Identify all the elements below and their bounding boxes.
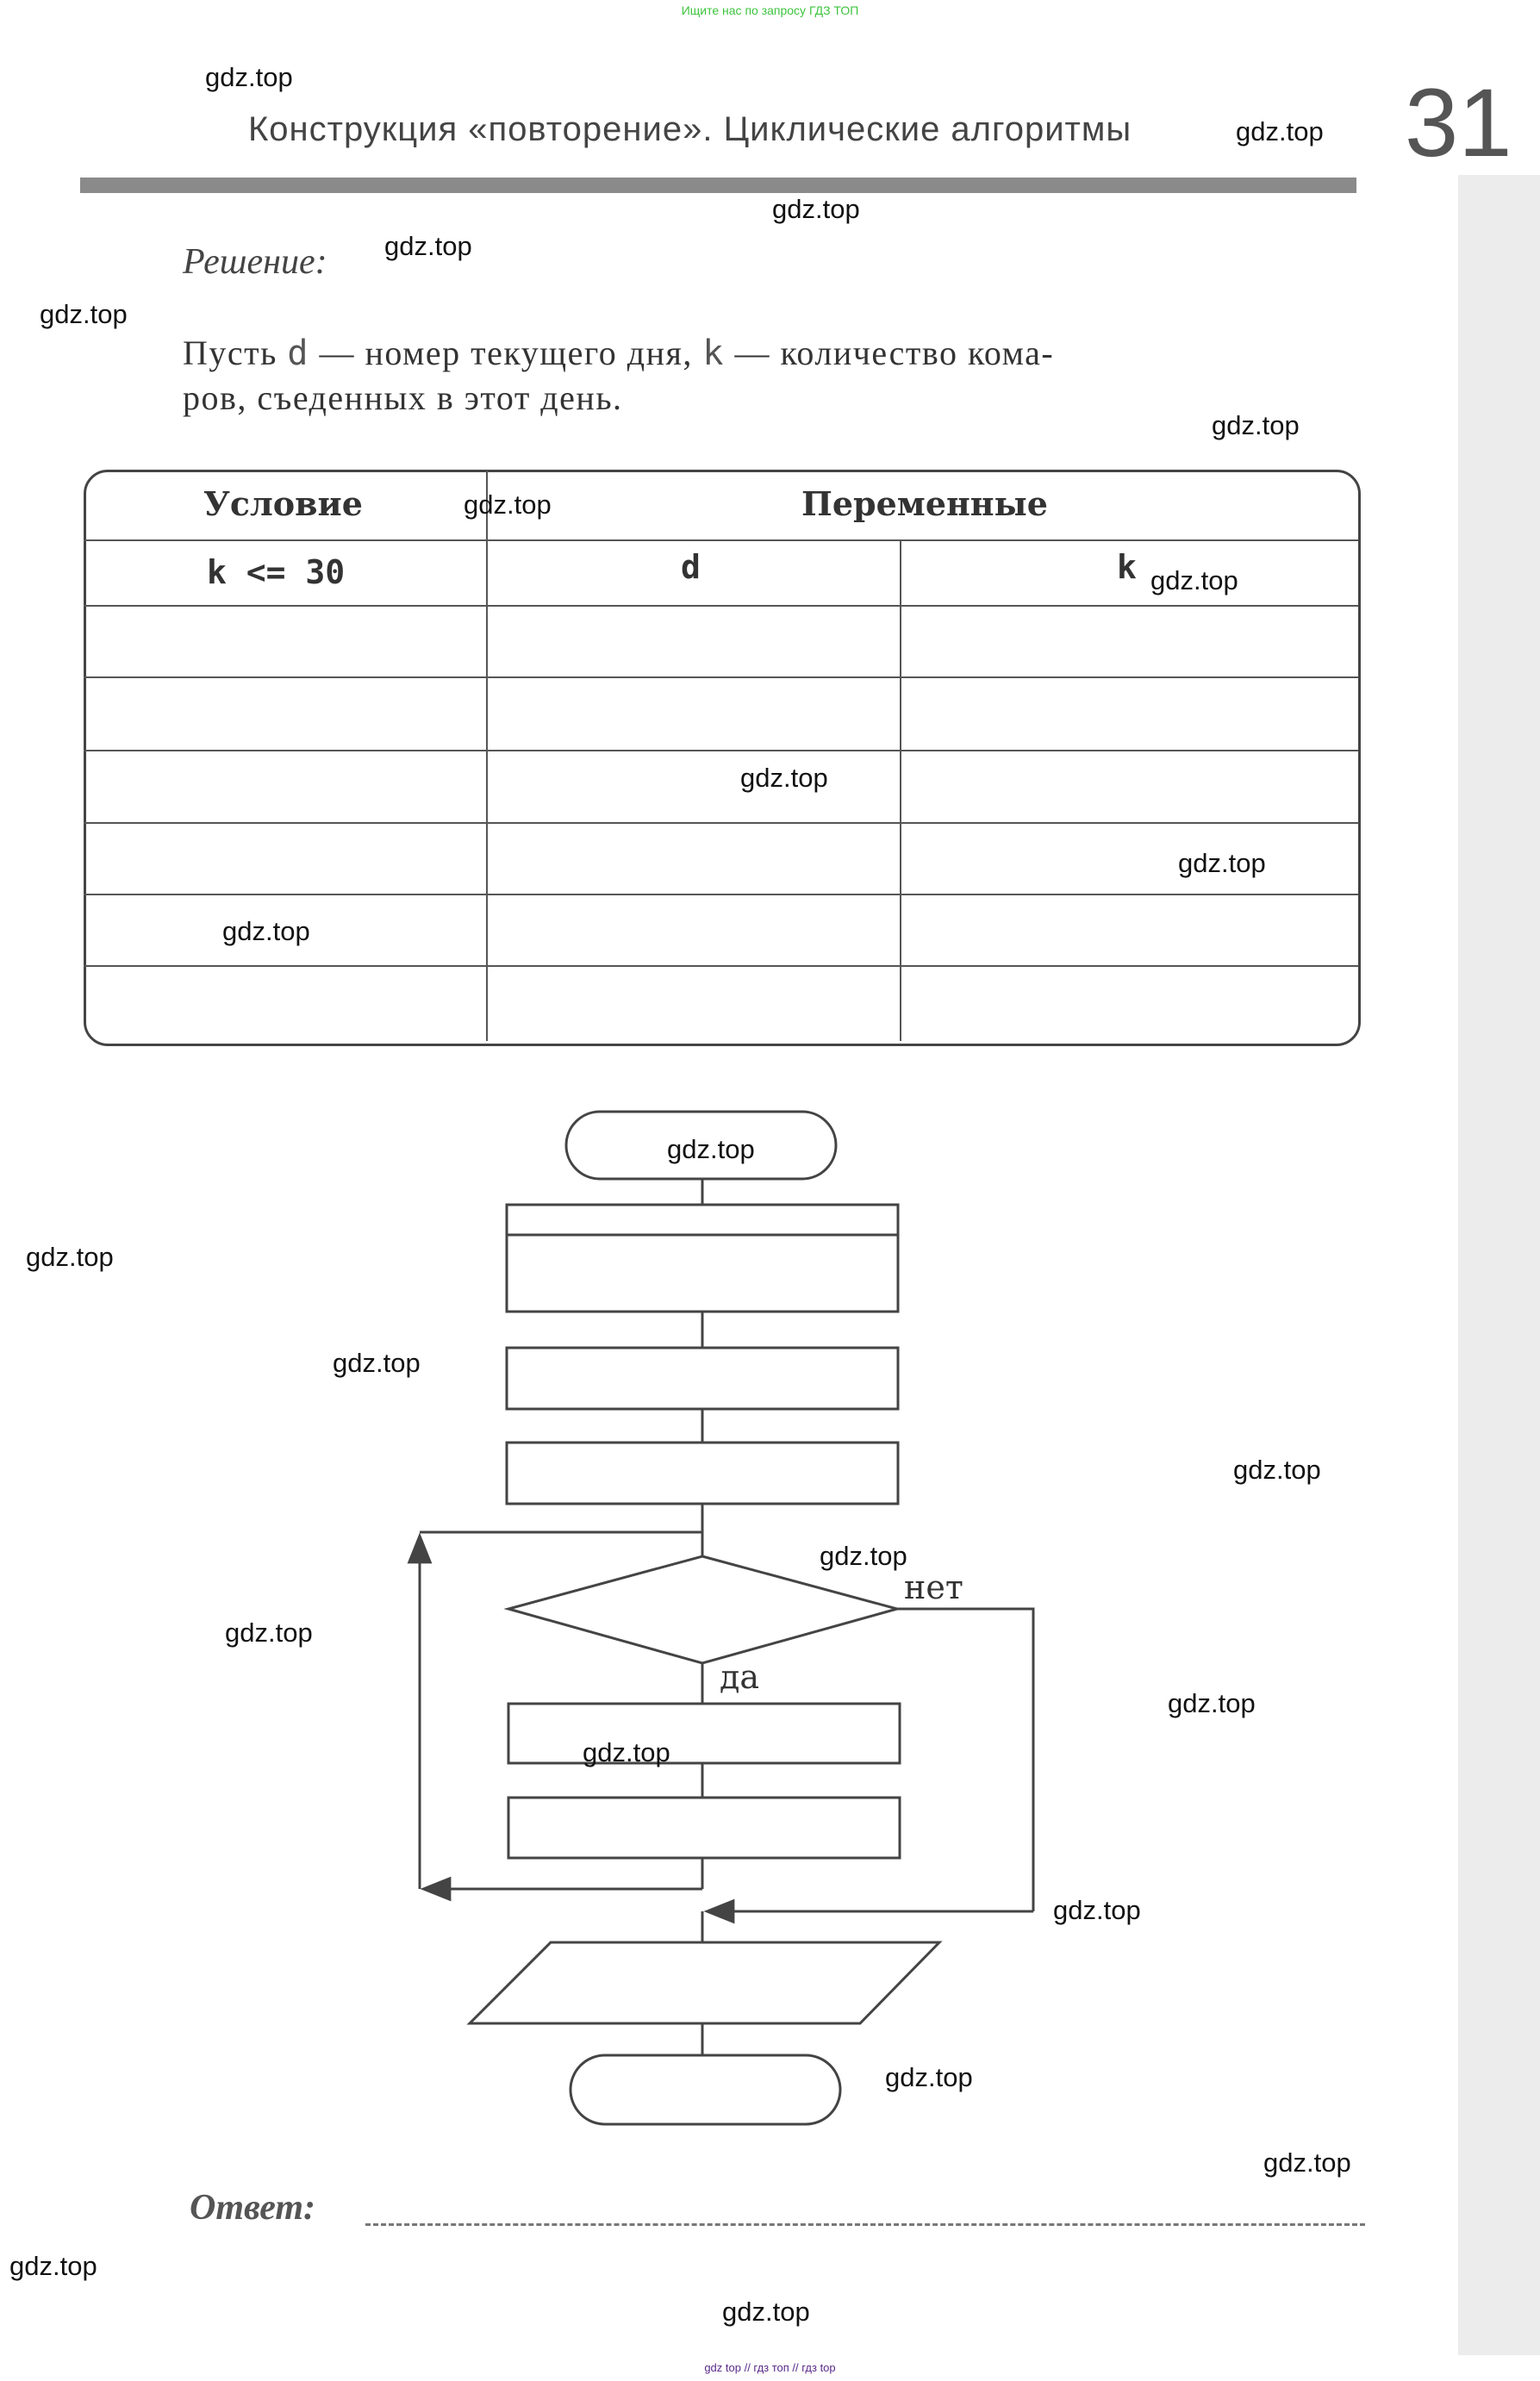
watermark: gdz.top [667, 1134, 755, 1164]
page-title: Конструкция «повторение». Циклические ал… [248, 110, 1132, 148]
watermark: gdz.top [464, 489, 552, 520]
process-block-5 [507, 1796, 901, 1860]
table-column-divider [486, 471, 488, 1041]
watermark: gdz.top [26, 1242, 114, 1272]
table-divider [84, 605, 1358, 607]
watermark: gdz.top [820, 1541, 907, 1571]
process-block-3 [505, 1441, 900, 1505]
table-divider [84, 676, 1358, 678]
watermark: gdz.top [225, 1617, 313, 1648]
page-edge-strip [1458, 175, 1540, 2355]
solution-label: Решение: [183, 242, 327, 282]
variable-d: d [287, 333, 309, 373]
trace-table [84, 470, 1361, 1046]
table-divider [84, 894, 1358, 895]
watermark: gdz.top [222, 916, 310, 946]
watermark: gdz.top [40, 299, 128, 329]
header-variables: Переменные [801, 484, 1048, 523]
watermark: gdz.top [885, 2062, 973, 2092]
watermark: gdz.top [333, 1348, 421, 1378]
yes-branch-label: да [720, 1658, 760, 1696]
variable-k: k [702, 333, 725, 373]
table-divider [84, 965, 1358, 967]
end-terminator [569, 2054, 842, 2126]
watermark: gdz.top [1263, 2147, 1351, 2178]
watermark: gdz.top [1053, 1895, 1141, 1925]
watermark: gdz.top [1236, 116, 1324, 146]
solution-text-line1: Пусть d — номер текущего дня, k — количе… [183, 333, 1355, 373]
decision-diamond [503, 1555, 902, 1665]
answer-label: Ответ: [190, 2188, 315, 2228]
page-number: 31 [1405, 69, 1512, 177]
watermark: gdz.top [722, 2297, 810, 2327]
table-divider [84, 539, 1358, 541]
text: Пусть [183, 333, 288, 372]
process-block-4 [507, 1702, 901, 1765]
no-branch-label: нет [904, 1568, 963, 1606]
output-parallelogram [466, 1941, 943, 2025]
header-divider [80, 178, 1356, 193]
table-column-divider [900, 539, 901, 1041]
process-block-2 [505, 1346, 900, 1411]
cell-condition: k <= 30 [207, 553, 346, 591]
watermark: gdz.top [772, 194, 860, 224]
header-condition: Условие [203, 484, 363, 523]
watermark: gdz.top [384, 231, 472, 261]
watermark: gdz.top [1233, 1455, 1321, 1485]
footer-banner: gdz top // гдз топ // гдз top [704, 2361, 836, 2374]
table-divider [84, 822, 1358, 824]
watermark: gdz.top [205, 62, 293, 92]
text: — номер текущего дня, [309, 333, 703, 372]
search-banner: Ищите нас по запросу ГДЗ ТОП [681, 3, 859, 17]
table-divider [84, 750, 1358, 751]
answer-input-line[interactable] [365, 2223, 1365, 2226]
cell-var-d: d [681, 548, 701, 586]
watermark: gdz.top [583, 1737, 670, 1767]
cell-var-k: k [1117, 548, 1137, 586]
watermark: gdz.top [1168, 1688, 1256, 1718]
solution-text-line2: ров, съеденных в этот день. [183, 378, 623, 417]
watermark: gdz.top [740, 763, 828, 793]
watermark: gdz.top [9, 2251, 97, 2281]
watermark: gdz.top [1150, 565, 1238, 595]
watermark: gdz.top [1212, 410, 1300, 440]
text: — количество кома- [725, 333, 1055, 372]
process-block-1 [505, 1203, 900, 1313]
watermark: gdz.top [1178, 848, 1266, 878]
